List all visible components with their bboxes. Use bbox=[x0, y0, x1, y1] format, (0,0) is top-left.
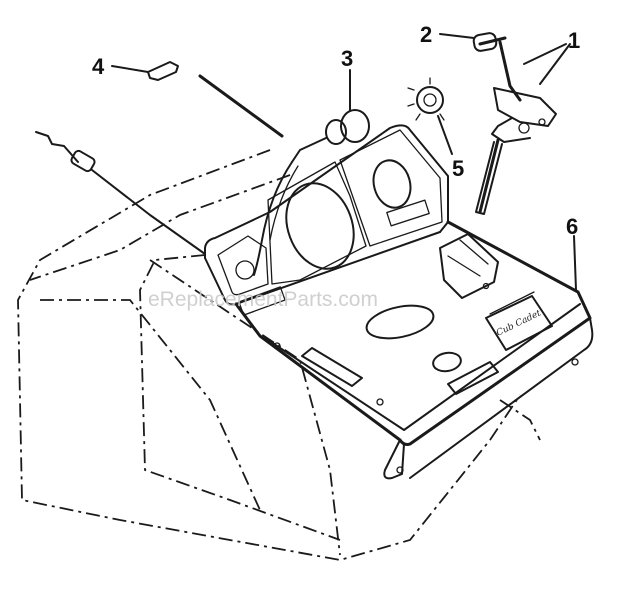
callout-5: 5 bbox=[452, 156, 464, 181]
switch-part bbox=[407, 77, 445, 121]
callout-3: 3 bbox=[341, 46, 353, 71]
clip-and-rod bbox=[147, 61, 284, 138]
dash-panel bbox=[204, 124, 594, 480]
callout-2: 2 bbox=[420, 22, 432, 47]
throttle-lever-assembly bbox=[472, 32, 557, 215]
hood-outline bbox=[17, 149, 541, 561]
callout-1: 1 bbox=[568, 28, 580, 53]
watermark: eReplacementParts.com bbox=[148, 288, 378, 311]
callout-4: 4 bbox=[92, 54, 105, 79]
leader-lines bbox=[111, 33, 577, 291]
callout-6: 6 bbox=[566, 214, 578, 239]
cub-cadet-badge: Cub Cadet bbox=[485, 291, 553, 351]
choke-knob-cable bbox=[253, 109, 370, 276]
throttle-cable bbox=[35, 131, 206, 255]
